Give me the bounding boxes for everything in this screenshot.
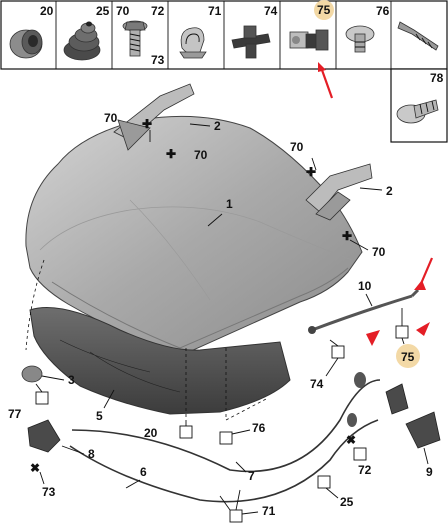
header-cell-20: 20	[9, 4, 54, 59]
retainer-clip-icon	[289, 29, 329, 51]
header-cell-78: 78	[396, 71, 444, 124]
callout-70-left-lower: 70	[194, 148, 208, 162]
rubber-bellows-icon	[63, 21, 101, 61]
hinge-left	[113, 83, 195, 151]
push-rivet-icon	[345, 25, 375, 53]
plastic-expansion-rivet-icon	[396, 99, 439, 124]
clip-fastener-icon	[179, 27, 207, 59]
header-cell-screw	[397, 21, 439, 51]
callout-72: 72	[358, 463, 372, 477]
callout-2-right: 2	[386, 184, 393, 198]
hex-bolt-washer-icon	[122, 20, 148, 57]
cross-marker: ✚	[142, 117, 152, 131]
header-cell-70-72-73: 70 72 73	[116, 4, 165, 67]
callout-3: 3	[68, 373, 75, 387]
screw-icon	[397, 21, 439, 51]
callout-8: 8	[88, 447, 95, 461]
red-arrows	[366, 257, 434, 346]
support-rod	[308, 288, 420, 334]
cross-marker: ✖	[30, 461, 40, 475]
header-label-70: 70	[116, 4, 130, 18]
callouts: 1 2 2 70 ✚ 70 ✚ 70 ✚ 70 ✚ 10 74 75	[8, 111, 433, 523]
callout-76: 76	[252, 421, 266, 435]
parts-header: 20 25 70 72 73	[0, 0, 448, 143]
header-label-74: 74	[264, 4, 278, 18]
callout-20: 20	[144, 426, 158, 440]
release-handle	[27, 419, 61, 453]
cable-grommet	[347, 372, 366, 427]
header-label-25: 25	[96, 4, 110, 18]
callout-75-highlight	[314, 0, 334, 20]
cross-marker: ✚	[342, 229, 352, 243]
cross-marker: ✚	[166, 147, 176, 161]
callout-75-main-highlight	[396, 344, 420, 368]
header-label-73: 73	[151, 53, 165, 67]
callout-70-right-upper: 70	[290, 140, 304, 154]
header-label-72: 72	[151, 4, 165, 18]
cable-6	[69, 419, 379, 503]
cable-clip-icon	[231, 25, 271, 59]
callout-71: 71	[262, 504, 276, 518]
header-label-71: 71	[208, 4, 222, 18]
callout-2-left: 2	[214, 119, 221, 133]
callout-9: 9	[426, 465, 433, 479]
callout-73: 73	[42, 485, 56, 499]
header-cell-75: 75	[289, 0, 334, 99]
callout-1: 1	[226, 197, 233, 211]
cross-marker: ✖	[346, 433, 356, 447]
header-cell-74: 74	[231, 4, 278, 59]
header-label-78: 78	[430, 71, 444, 85]
grommet-plug-icon	[9, 29, 43, 59]
header-label-76: 76	[376, 4, 390, 18]
cable-7	[71, 379, 381, 473]
arrow-to-75-header	[320, 69, 334, 99]
callout-70-right-lower: 70	[372, 245, 386, 259]
header-cell-25: 25	[63, 4, 110, 61]
callout-75: 75	[401, 350, 415, 364]
bump-stop	[21, 365, 43, 383]
callout-74: 74	[310, 377, 324, 391]
callout-25: 25	[340, 495, 354, 509]
callout-70-top-left: 70	[104, 111, 118, 125]
header-cell-71: 71	[179, 4, 222, 59]
bonnet-liner	[29, 307, 291, 415]
callout-6: 6	[140, 465, 147, 479]
callout-10: 10	[358, 279, 372, 293]
hinge-right	[305, 163, 373, 221]
header-label-75: 75	[317, 3, 331, 17]
callout-5: 5	[96, 409, 103, 423]
cross-marker: ✚	[306, 165, 316, 179]
callout-7: 7	[248, 469, 255, 483]
bonnet-latch	[385, 383, 441, 449]
header-label-20: 20	[40, 4, 54, 18]
callout-77: 77	[8, 407, 22, 421]
header-cell-76: 76	[345, 4, 390, 53]
